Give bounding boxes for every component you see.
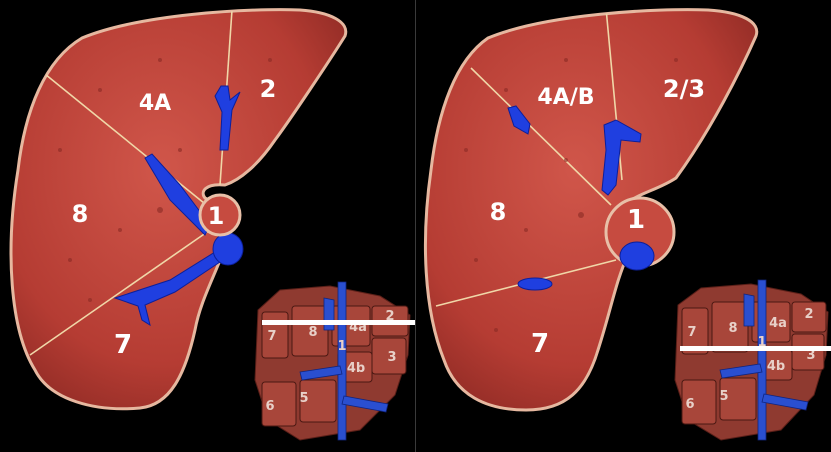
inset-label: 1 xyxy=(337,339,346,354)
inset-label: 8 xyxy=(308,325,317,340)
inset-label: 4b xyxy=(347,361,365,376)
segment-label-7: 7 xyxy=(114,330,132,360)
liver-svg-right: 4A/B 2/3 8 1 7 xyxy=(416,0,831,452)
inset-liver-thumbnail: 7 8 4a 2 1 3 4b 6 5 xyxy=(255,282,415,440)
segment-label-2: 2 xyxy=(260,75,277,103)
inset-label: 5 xyxy=(719,389,728,404)
inset-liver-thumbnail: 7 8 4a 2 1 3 4b 6 5 xyxy=(675,280,831,440)
inset-label: 8 xyxy=(728,321,737,336)
segment-label-2-3: 2/3 xyxy=(663,75,705,103)
inset-label: 4a xyxy=(769,316,787,331)
liver-diagram-left: 4A 2 8 1 7 xyxy=(0,0,415,452)
liver-diagram-right: 4A/B 2/3 8 1 7 xyxy=(416,0,831,452)
segment-label-7: 7 xyxy=(531,329,549,359)
inset-label: 4b xyxy=(767,359,785,374)
liver-svg-left: 4A 2 8 1 7 xyxy=(0,0,415,452)
inset-label: 6 xyxy=(685,397,694,412)
inset-label: 7 xyxy=(687,325,696,340)
inset-label: 6 xyxy=(265,399,274,414)
inset-label: 2 xyxy=(804,307,813,322)
ivc xyxy=(213,233,243,265)
right-hepatic-vein xyxy=(518,278,552,290)
inset-cut-line xyxy=(680,346,831,351)
segment-label-1: 1 xyxy=(627,205,645,235)
segment-label-4ab: 4A/B xyxy=(537,85,594,110)
inset-label: 7 xyxy=(267,329,276,344)
segment-label-1: 1 xyxy=(208,202,225,230)
segment-label-4a: 4A xyxy=(139,91,171,116)
segment-label-8: 8 xyxy=(72,200,89,228)
ivc xyxy=(620,242,654,270)
inset-cut-line xyxy=(262,320,415,325)
inset-label: 3 xyxy=(387,350,396,365)
segment-label-8: 8 xyxy=(490,198,507,226)
inset-label: 5 xyxy=(299,391,308,406)
